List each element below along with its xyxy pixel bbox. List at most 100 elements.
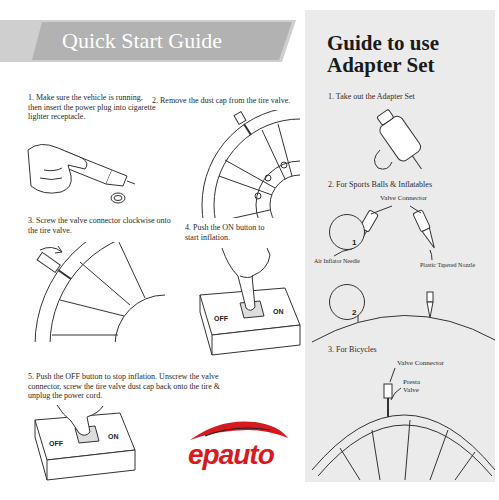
part-name: Valve Connector — [380, 194, 427, 202]
valve-connector-figure — [430, 250, 432, 260]
switch-box-figure — [240, 276, 253, 278]
logo-swoosh — [190, 421, 288, 440]
hand-plug-figure — [127, 181, 135, 184]
hand-plug-figure — [111, 193, 125, 203]
wheel-connector-figure — [50, 242, 165, 342]
wheel-figure — [219, 176, 272, 195]
wheel-connector-figure — [35, 242, 165, 342]
hand-plug-figure — [106, 170, 127, 186]
wheel-figure — [214, 119, 300, 218]
hand-plug-figure — [28, 144, 135, 203]
bicycle-wheel-figure — [390, 368, 395, 382]
bicycle-wheel-figure — [340, 448, 360, 480]
ball-figure — [427, 302, 433, 318]
switch-box-figure — [57, 405, 103, 435]
hand-plug-figure — [114, 196, 122, 201]
step-circle: 1 — [329, 214, 365, 250]
step-instruction: 4. Push the ON button to start inflation… — [185, 223, 269, 242]
wheel-figure — [202, 110, 300, 218]
step-circle: 2 — [329, 284, 365, 320]
ball-figure — [427, 292, 433, 302]
adapter-set-figure — [374, 150, 392, 169]
valve-connector-figure — [334, 249, 352, 256]
switch-box-figure — [35, 405, 135, 480]
wheel-connector-figure — [80, 262, 130, 305]
bicycle-wheel-figure — [430, 430, 448, 480]
wheel-figure — [270, 175, 300, 218]
switch-box-figure — [200, 248, 300, 355]
hand-plug-figure — [28, 144, 87, 193]
section-heading: 1. Take out the Adapter Set — [328, 92, 488, 102]
ball-figure — [312, 315, 495, 342]
bicycle-wheel-figure — [391, 388, 401, 400]
switch-box-figure — [222, 248, 270, 310]
banner-heading: Quick Start Guide — [0, 20, 299, 62]
bicycle-wheel-figure — [312, 368, 495, 480]
part-name: Valve Connector — [397, 359, 444, 367]
bicycle-wheel-figure — [372, 430, 380, 480]
valve-connector-figure — [413, 210, 439, 250]
part-name: Air Inflator Needle — [314, 258, 360, 265]
wheel-figure — [256, 161, 300, 218]
node-text: Guide to use Adapter Set — [305, 10, 499, 76]
hand-plug-figure — [40, 168, 62, 180]
wheel-figure — [216, 210, 270, 218]
panel-ground — [305, 10, 495, 482]
wheel-connector-figure — [118, 242, 145, 298]
adapter-set-figure — [372, 106, 432, 177]
wheel-connector-figure — [40, 247, 62, 252]
switch-label: OFF — [49, 440, 63, 448]
switch-label: OFF — [214, 315, 228, 323]
logo-swoosh — [190, 421, 288, 440]
part-name: Plastic Tapered Nozzle — [420, 262, 475, 269]
step-instruction: 2. Remove the dust cap from the tire val… — [152, 96, 310, 106]
valve-connector-figure — [371, 206, 392, 214]
bicycle-wheel-figure — [384, 384, 392, 398]
wheel-figure — [265, 175, 271, 181]
switch-box-figure — [35, 420, 36, 437]
switch-box-figure — [47, 450, 135, 480]
switch-label: ON — [108, 433, 119, 441]
wheel-connector-figure — [58, 270, 71, 279]
node-text: 1 — [330, 215, 364, 248]
wheel-figure — [255, 193, 261, 199]
wheel-connector-figure — [115, 295, 165, 342]
wheel-figure — [244, 124, 251, 135]
switch-box-figure — [200, 312, 212, 355]
adapter-set-figure — [412, 156, 421, 169]
brand-logo: epauto — [188, 441, 274, 469]
node-text: Quick Start Guide — [0, 20, 299, 62]
wheel-figure — [202, 110, 300, 218]
wheel-figure — [281, 162, 287, 168]
bicycle-wheel-figure — [455, 452, 475, 480]
bicycle-wheel-figure — [405, 420, 410, 480]
wheel-figure — [225, 160, 275, 188]
wheel-connector-figure — [52, 335, 118, 336]
adapter-panel: Guide to use Adapter Set 1 2 — [305, 10, 499, 482]
wheel-connector-figure — [55, 246, 62, 253]
switch-box-figure — [212, 325, 300, 355]
valve-connector-figure — [410, 206, 421, 213]
adapter-set-figure — [372, 106, 432, 177]
switch-box-figure — [200, 295, 201, 312]
step-instruction: 5. Push the OFF button to stop inflation… — [28, 372, 228, 401]
wheel-connector-figure — [37, 252, 60, 272]
wheel-figure — [278, 124, 292, 176]
logo-swoosh — [205, 428, 270, 436]
bicycle-wheel-figure — [387, 398, 389, 417]
node-text: 2 — [330, 285, 364, 318]
wheel-connector-figure — [60, 300, 124, 316]
valve-connector-figure — [422, 228, 438, 250]
part-name: Presta Valve — [403, 378, 431, 395]
section-heading: 3. For Bicycles — [328, 345, 478, 355]
step-instruction: 1. Make sure the vehicle is running, the… — [28, 93, 156, 122]
switch-label: ON — [273, 308, 284, 316]
section-heading: 2. For Sports Balls & Inflatables — [328, 180, 488, 190]
adapter-set-figure — [377, 109, 394, 125]
wheel-figure — [234, 112, 246, 125]
step-instruction: 3. Screw the valve connector clockwise o… — [28, 216, 178, 235]
bicycle-wheel-figure — [318, 425, 492, 476]
switch-box-figure — [35, 437, 47, 480]
wheel-connector-figure — [35, 242, 165, 342]
